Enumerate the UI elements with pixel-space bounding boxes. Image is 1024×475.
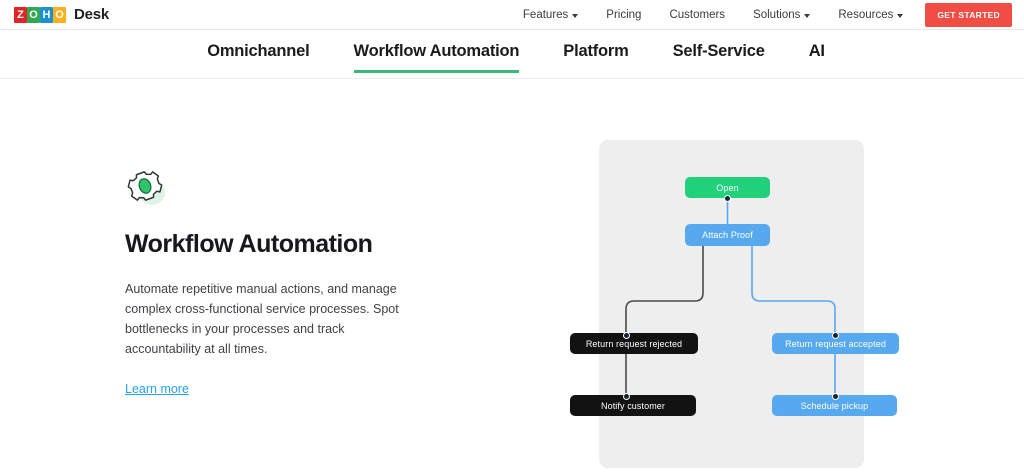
workflow-node-open[interactable]: Open xyxy=(685,177,770,198)
nav-item-customers[interactable]: Customers xyxy=(655,0,739,30)
nav-item-features[interactable]: Features xyxy=(509,0,592,30)
logo-letter-o2: O xyxy=(53,7,66,23)
nav-label-resources: Resources xyxy=(838,8,894,21)
feature-content: Workflow Automation Automate repetitive … xyxy=(125,165,425,398)
zoho-logo-icon: Z O H O xyxy=(14,6,66,23)
connector-dot-accepted-top[interactable] xyxy=(831,331,839,339)
tab-platform[interactable]: Platform xyxy=(563,42,629,60)
nav-label-solutions: Solutions xyxy=(753,8,801,21)
nav-item-resources[interactable]: Resources xyxy=(824,0,917,30)
logo-letter-h: H xyxy=(40,7,53,23)
tab-workflow-automation[interactable]: Workflow Automation xyxy=(353,31,519,73)
get-started-button[interactable]: GET STARTED xyxy=(925,2,1012,27)
feature-description: Automate repetitive manual actions, and … xyxy=(125,281,399,357)
chevron-down-icon xyxy=(804,13,811,18)
workflow-node-schedule-pickup[interactable]: Schedule pickup xyxy=(772,395,897,416)
gear-icon xyxy=(125,165,169,209)
connector-dot-notify-top[interactable] xyxy=(622,392,630,400)
chevron-down-icon xyxy=(572,13,579,18)
learn-more-link[interactable]: Learn more xyxy=(125,381,189,396)
nav-label-features: Features xyxy=(522,8,569,21)
top-navigation-bar: Z O H O Desk Features Pricing Customers … xyxy=(0,0,1024,30)
nav-item-pricing[interactable]: Pricing xyxy=(592,0,655,30)
connector-dot-rejected-top[interactable] xyxy=(622,331,630,339)
tab-self-service[interactable]: Self-Service xyxy=(672,42,765,60)
nav-label-customers: Customers xyxy=(669,8,726,21)
connector-dot-pickup-top[interactable] xyxy=(831,392,839,400)
feature-tab-bar: Omnichannel Workflow Automation Platform… xyxy=(0,31,1024,79)
brand-name: Desk xyxy=(74,6,110,23)
workflow-node-notify-customer[interactable]: Notify customer xyxy=(570,395,696,416)
workflow-node-return-request-rejected[interactable]: Return request rejected xyxy=(570,333,698,354)
tab-omnichannel[interactable]: Omnichannel xyxy=(207,42,310,60)
connector-dot-open-bottom[interactable] xyxy=(724,194,731,202)
tab-ai[interactable]: AI xyxy=(808,42,825,60)
chevron-down-icon xyxy=(897,13,904,18)
workflow-node-attach-proof[interactable]: Attach Proof xyxy=(685,224,770,246)
logo-letter-z: Z xyxy=(14,7,27,23)
primary-nav: Features Pricing Customers Solutions Res… xyxy=(509,0,1024,30)
nav-label-pricing: Pricing xyxy=(606,8,642,21)
workflow-node-return-request-accepted[interactable]: Return request accepted xyxy=(772,333,899,354)
brand-logo[interactable]: Z O H O Desk xyxy=(14,6,109,23)
logo-letter-o1: O xyxy=(27,7,40,23)
nav-item-solutions[interactable]: Solutions xyxy=(739,0,824,30)
page-title: Workflow Automation xyxy=(125,230,373,258)
